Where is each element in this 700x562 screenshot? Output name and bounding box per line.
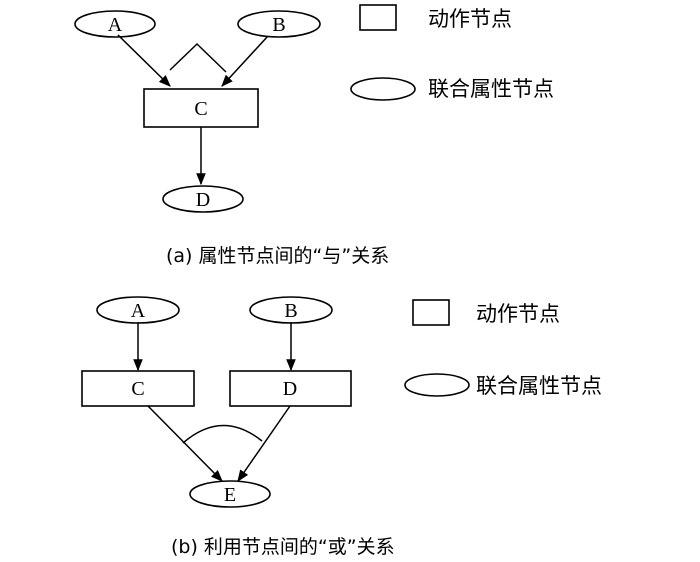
- node-d-label: D: [196, 189, 210, 211]
- node-d-b: D: [229, 370, 352, 407]
- node-c-b: C: [81, 370, 195, 407]
- caption-b: (b) 利用节点间的“或”关系: [171, 536, 395, 558]
- legend-b-action-label: 动作节点: [476, 302, 560, 326]
- node-a-b: A: [96, 296, 180, 324]
- and-relation-mark: [169, 42, 227, 73]
- node-c: C: [143, 88, 259, 128]
- legend-rect-icon: [359, 4, 397, 31]
- edge-c-to-e: [147, 405, 223, 482]
- legend-rect-icon: [412, 299, 450, 326]
- legend-b: 动作节点 联合属性节点: [404, 299, 602, 398]
- node-c-b-label: C: [131, 378, 144, 400]
- legend-b-joint-label: 联合属性节点: [476, 374, 602, 398]
- legend-a: 动作节点 联合属性节点: [350, 4, 554, 101]
- node-a: A: [74, 10, 156, 38]
- diagram-b: A B C D E 动作节点 联合属性节点 (b) 利用节点间的“或”关系: [81, 296, 602, 558]
- legend-a-action-label: 动作节点: [428, 7, 512, 31]
- node-d: D: [162, 185, 244, 213]
- node-a-label: A: [108, 14, 123, 36]
- node-e-label: E: [224, 484, 236, 506]
- caption-a: (a) 属性节点间的“与”关系: [166, 245, 389, 267]
- node-d-b-label: D: [283, 378, 297, 400]
- or-relation-arc: [182, 424, 263, 444]
- diagram-a: A B C D 动作节点 联合属性节点 (a) 属性节点间的“与”关系: [74, 4, 554, 267]
- edge-a-to-c: [117, 34, 171, 87]
- node-b: B: [237, 10, 321, 38]
- edge-d-to-e: [237, 405, 291, 482]
- legend-ellipse-icon: [350, 77, 416, 101]
- node-b-b-label: B: [284, 300, 297, 322]
- node-a-b-label: A: [131, 300, 146, 322]
- edge-b-to-c: [221, 35, 269, 87]
- legend-ellipse-icon: [404, 373, 470, 397]
- node-b-b: B: [249, 296, 333, 324]
- node-e: E: [189, 480, 271, 508]
- legend-a-joint-label: 联合属性节点: [428, 77, 554, 101]
- node-c-label: C: [194, 98, 207, 120]
- node-b-label: B: [272, 14, 285, 36]
